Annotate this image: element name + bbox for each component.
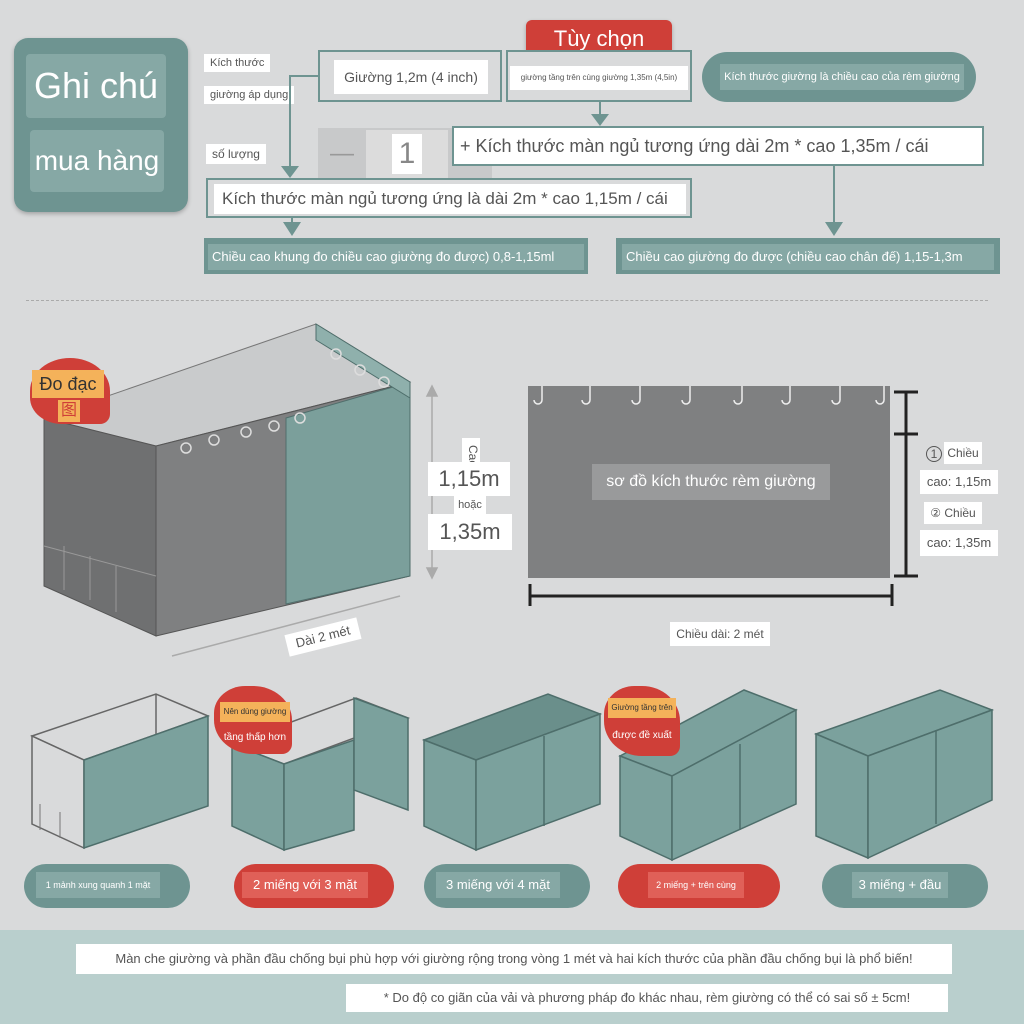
measure-badge-label: Đo đạc [32,370,104,398]
height-1-chieu: Chiều [944,442,982,464]
curtain-options-illustrations [29,689,995,862]
curtain-dimension-lines [528,390,918,606]
height-2-value: cao: 1,35m [920,530,998,556]
recommend-lower-line1: Nên dùng giường [220,702,290,722]
measure-icon: 图 [58,400,80,422]
quantity-minus-button[interactable]: — [330,140,354,167]
section-divider [26,300,988,301]
option-1-illustration [29,693,211,850]
size-115-text: Kích thước màn ngủ tương ứng là dài 2m *… [214,184,686,214]
height-1-value: cao: 1,15m [920,470,998,494]
quantity-value: 1 [392,134,422,174]
height-115-label: 1,15m [428,462,510,496]
size-label: Kích thước [204,54,271,72]
curtain-diagram-title: sơ đồ kích thước rèm giường [592,464,830,500]
ghi-chu-title: Ghi chú [26,54,166,118]
option-pill-4-label: 2 miếng + trên cùng [648,872,744,898]
footer-note-2: * Do độ co giãn của vải và phương pháp đ… [346,984,948,1012]
height-or-label: hoặc [454,496,486,514]
footer-note-1: Màn che giường và phần đầu chống bụi phù… [76,944,952,974]
option-3-illustration [421,693,603,852]
size-135-box [452,126,984,166]
header-arrows [281,75,843,236]
option-2-illustration [229,696,411,852]
bed-measure-illustration [42,323,439,657]
option-pill-2-label: 2 miếng với 3 mặt [242,872,368,898]
recommend-upper-line1: Giường tầng trên [608,698,676,718]
quantity-label: số lượng [206,144,266,164]
curtain-hooks [533,386,885,405]
height-2-chieu: ② Chiều [924,502,982,524]
curtain-height-note-text: Kích thước giường là chiều cao của rèm g… [720,64,964,90]
recommend-lower-line2: tầng thấp hơn [223,732,287,743]
recommend-upper-badge [604,686,680,756]
applicable-bed-label: giường áp dụng [204,86,295,104]
mua-hang-title: mua hàng [30,130,164,192]
height-135-label: 1,35m [428,514,512,550]
option-pill-3-label: 3 miếng với 4 mặt [436,872,560,898]
recommend-upper-line2: được đề xuất [612,730,672,741]
length-label: Chiều dài: 2 mét [670,622,770,646]
size-135-text: + Kích thước màn ngủ tương ứng dài 2m * … [460,136,929,156]
bed-size-option-2-label: giường tầng trên cùng giường 1,35m (4,5i… [510,66,688,90]
height-range-right-text: Chiều cao giường đo được (chiều cao chân… [622,244,994,270]
height-range-left-text: Chiều cao khung đo chiều cao giường đo đ… [208,244,584,270]
option-pill-5-label: 3 miếng + đầu [852,872,948,898]
bed-size-option-1-label: Giường 1,2m (4 inch) [334,60,488,94]
height-1-circle: 1 [926,446,942,462]
option-pill-1-label: 1 mảnh xung quanh 1 mặt [36,872,160,898]
option-5-illustration [813,689,995,860]
